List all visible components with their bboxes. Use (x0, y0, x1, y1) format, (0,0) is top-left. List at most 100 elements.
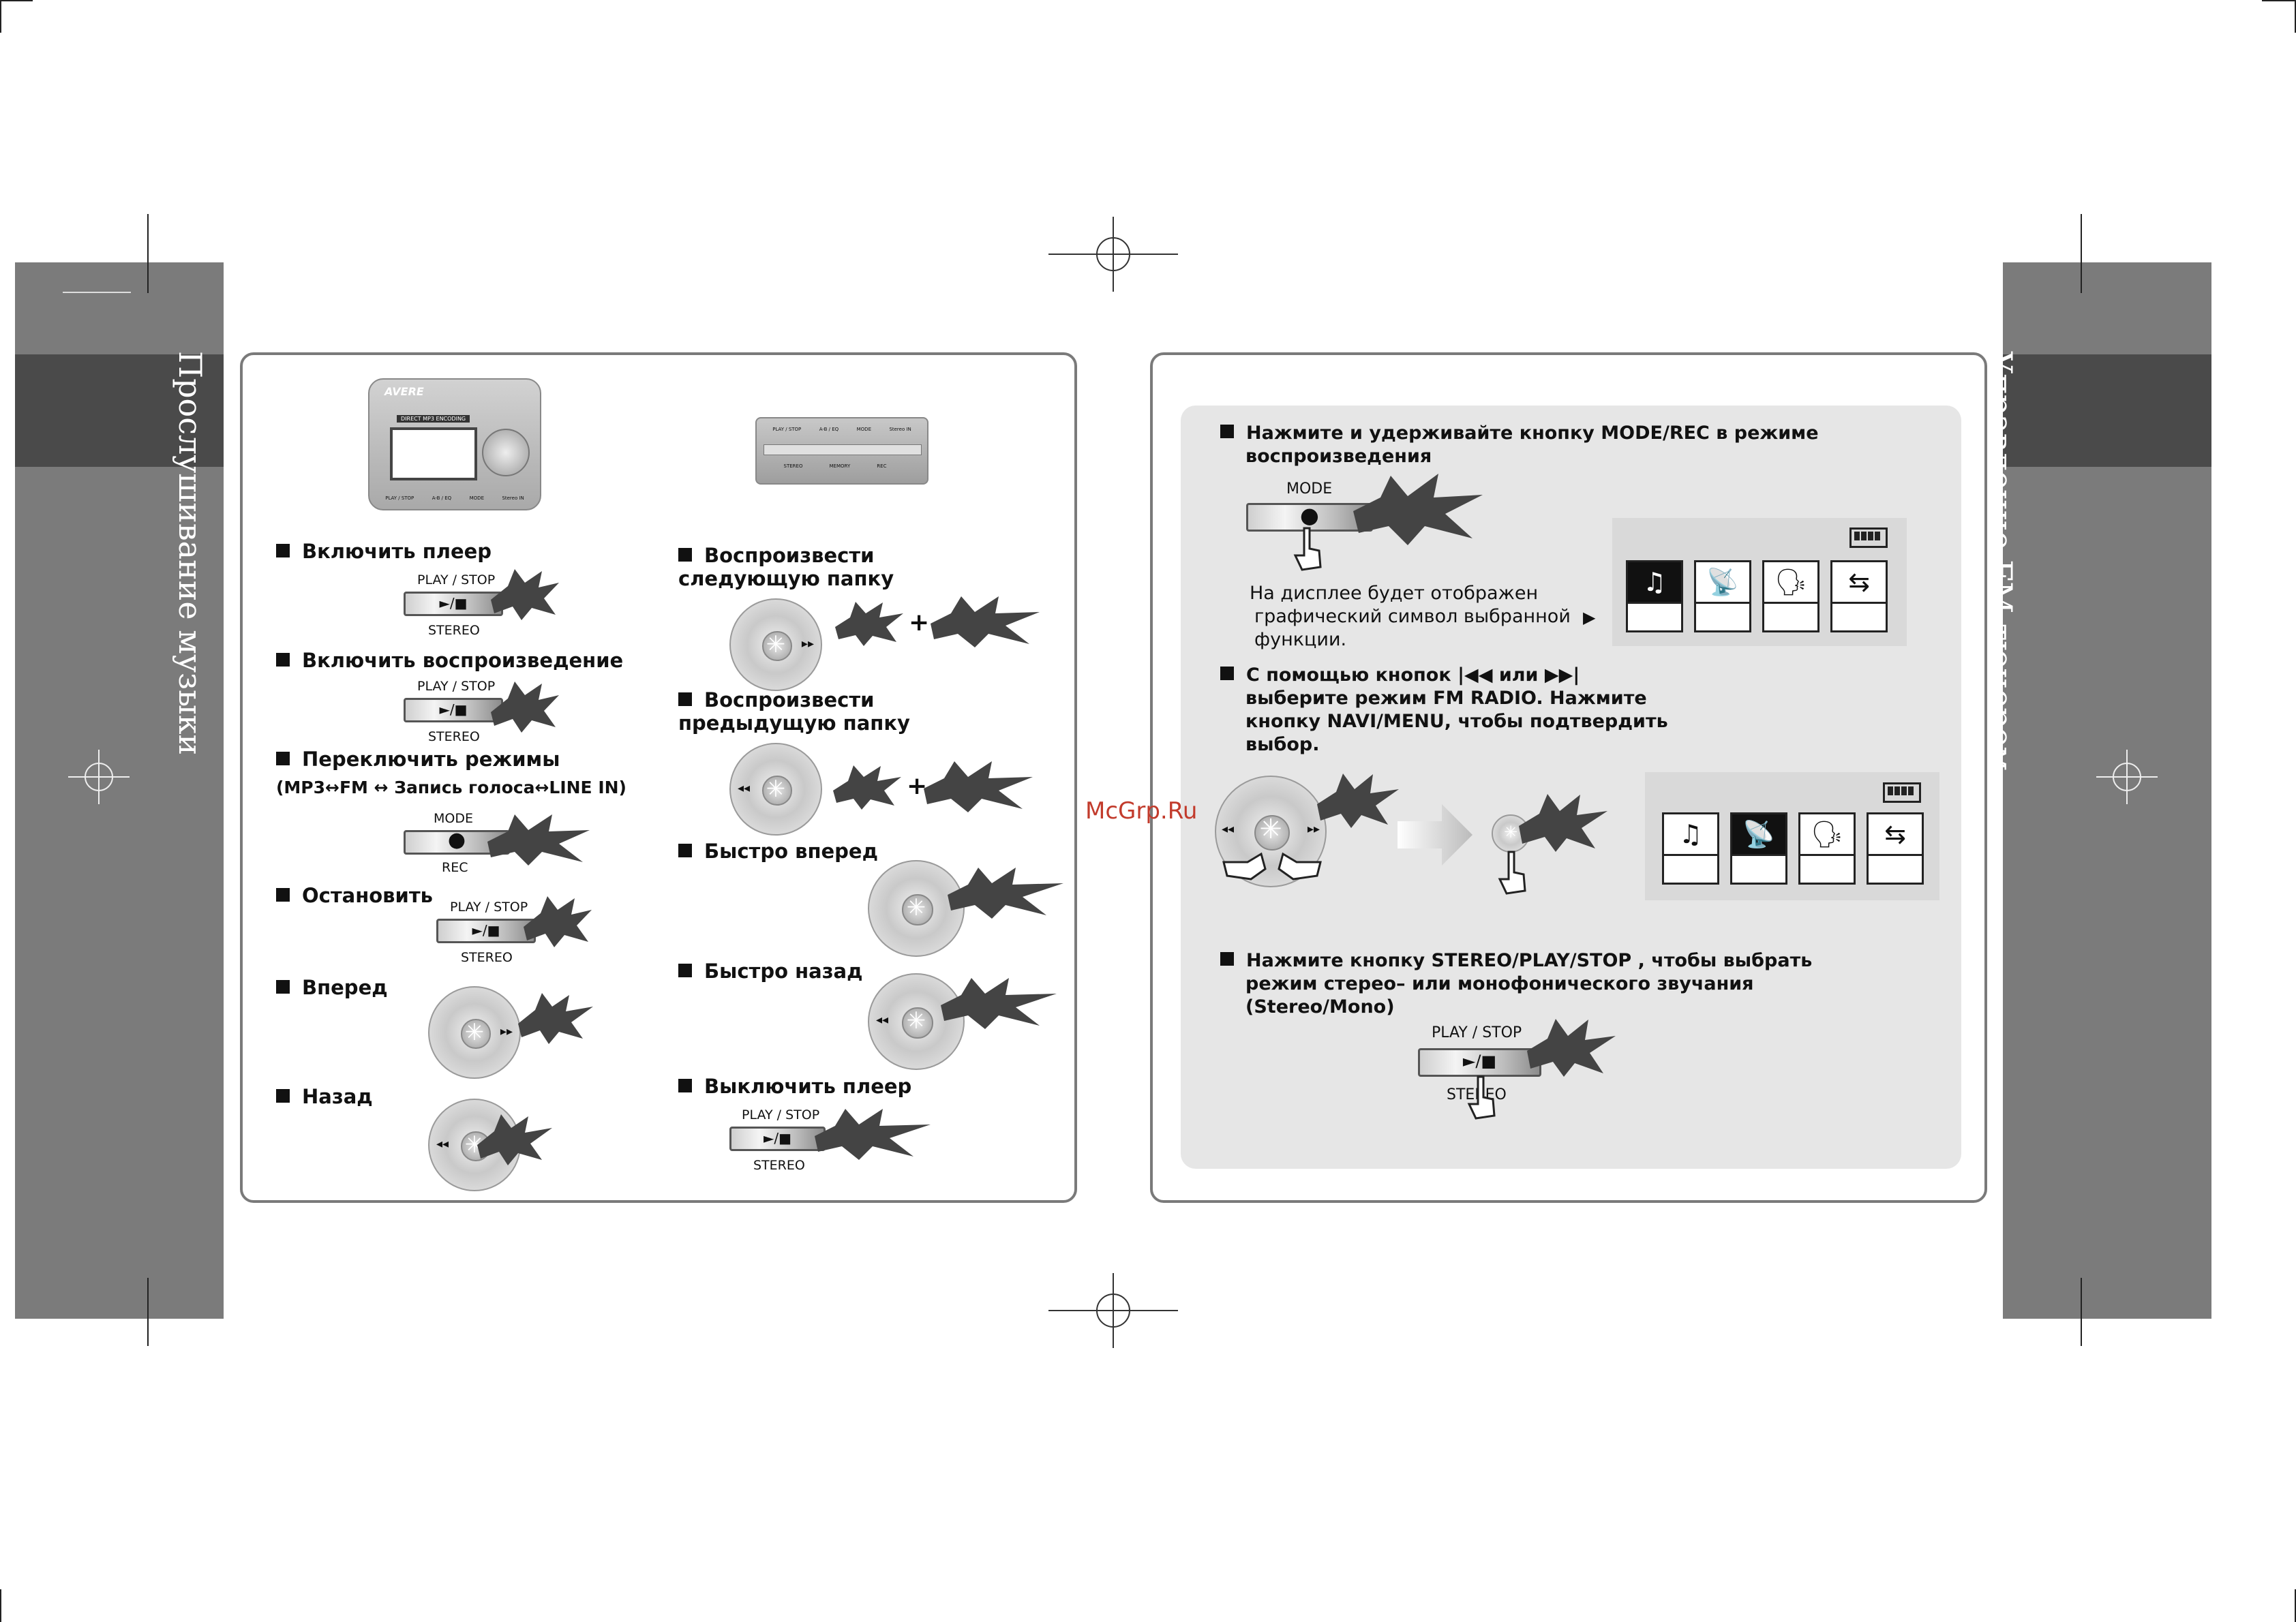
play-stop-button[interactable]: ►/■ (436, 919, 536, 943)
battery-icon (1849, 527, 1888, 548)
navi-dial[interactable]: ✳▸▸ (729, 598, 822, 691)
player-device-top: PLAY / STOP A-B / EQ MODE Stereo IN STER… (755, 417, 928, 485)
rec-label: REC (442, 860, 468, 875)
device-btn-label: PLAY / STOP (385, 495, 414, 501)
mode-label: MODE (1286, 480, 1333, 498)
registration-mark-top (1048, 217, 1178, 292)
press-burst (477, 1114, 552, 1165)
right-side-dark-stripe (2003, 354, 2211, 467)
next-icon: ▸▸ (801, 637, 814, 651)
section-prev-heading: Назад (276, 1085, 373, 1108)
device-direct-label: DIRECT MP3 ENCODING (397, 415, 470, 423)
device-btn-label: Stereo IN (502, 495, 524, 501)
section-power-on-heading: Включить плеер (276, 540, 492, 563)
next-icon: ▸▸ (1307, 822, 1320, 836)
play-stop-button[interactable]: ►/■ (1418, 1048, 1541, 1077)
device-btn-label: A-B / EQ (432, 495, 452, 501)
press-burst (1519, 794, 1607, 852)
step3-line: (Stereo/Mono) (1245, 996, 1395, 1017)
navi-dial[interactable]: ✳◂◂ (729, 743, 822, 836)
music-note-icon: ♫ (1662, 812, 1719, 885)
registration-mark-left (68, 750, 130, 804)
prev-icon: ◂◂ (436, 1137, 449, 1151)
section-rewind-heading: Быстро назад (678, 960, 863, 983)
watermark-text: McGrp.Ru (1085, 797, 1198, 825)
device-brand: AVERE (384, 385, 424, 398)
step3-heading: Нажмите кнопку STEREO/PLAY/STOP , чтобы … (1220, 949, 1812, 973)
display-note-line: функции. (1254, 629, 1347, 650)
play-stop-label: PLAY / STOP (417, 572, 496, 587)
play-stop-label: PLAY / STOP (1432, 1024, 1522, 1041)
hand-pointer-icon (1467, 1075, 1496, 1120)
device-bottom-label: STEREO (783, 463, 803, 469)
step1-heading-cont: воспроизведения (1245, 446, 1432, 467)
navi-dial[interactable]: ✳ (868, 860, 965, 957)
display-note-line: На дисплее будет отображен (1250, 583, 1539, 604)
play-stop-button[interactable]: ►/■ (729, 1127, 826, 1151)
line-in-icon: ⇆ (1830, 560, 1888, 632)
hand-left-icon (1222, 852, 1267, 881)
play-stop-button[interactable]: ►/■ (404, 698, 503, 722)
music-note-icon: ♫ (1626, 560, 1683, 632)
mode-label: MODE (434, 811, 473, 826)
hold-burst (941, 978, 1057, 1029)
press-burst (835, 602, 903, 646)
press-burst (1317, 774, 1399, 828)
stereo-label: STEREO (1447, 1086, 1507, 1103)
hold-burst (931, 596, 1040, 647)
device-top-label: PLAY / STOP (772, 427, 802, 432)
registration-mark-bottom (1048, 1273, 1178, 1348)
plus-sign: + (907, 772, 928, 800)
radio-tower-icon: 📡 (1694, 560, 1751, 632)
hold-burst (815, 1109, 931, 1160)
prev-icon: ◂◂ (1222, 822, 1235, 836)
press-burst (491, 682, 559, 733)
right-vertical-title: Управление FM тюнером (1982, 351, 2019, 771)
registration-mark-right (2096, 750, 2158, 804)
play-stop-label: PLAY / STOP (742, 1107, 820, 1122)
player-device-front: AVERE DIRECT MP3 ENCODING PLAY / STOP A-… (368, 378, 541, 510)
device-bottom-label: REC (877, 463, 887, 469)
section-mode-heading: Переключить режимы (276, 748, 560, 771)
step1-heading: Нажмите и удерживайте кнопку MODE/REC в … (1220, 422, 1819, 445)
radio-tower-icon: 📡 (1730, 812, 1787, 885)
section-next-heading: Вперед (276, 976, 388, 999)
device-screen (390, 427, 477, 480)
play-stop-button[interactable]: ►/■ (404, 592, 503, 616)
play-stop-label: PLAY / STOP (417, 679, 496, 694)
press-burst (833, 765, 901, 810)
press-burst (518, 993, 593, 1044)
section-next-folder-heading: Воспроизвести следующую папку (678, 544, 894, 590)
hold-burst (948, 868, 1063, 919)
next-icon: ▸▸ (500, 1024, 513, 1039)
arrow-right-icon: ▶ (1583, 608, 1596, 627)
stereo-label: STEREO (428, 623, 480, 638)
voice-icon: 🗣 (1762, 560, 1819, 632)
navi-dial[interactable]: ✳◂◂ (868, 973, 965, 1070)
prev-icon: ◂◂ (876, 1013, 889, 1027)
navi-dial[interactable]: ✳▸▸ (428, 986, 521, 1079)
device-dial (482, 429, 530, 476)
section-prev-folder-heading: Воспроизвести предыдущую папку (678, 688, 910, 735)
arrow-right-big-icon (1398, 804, 1472, 866)
display-note-line: графический символ выбранной (1254, 606, 1571, 627)
section-stop-heading: Остановить (276, 884, 433, 907)
plus-sign: + (909, 609, 930, 637)
device-btn-label: MODE (469, 495, 484, 501)
hold-burst (1353, 474, 1483, 545)
voice-icon: 🗣 (1798, 812, 1856, 885)
mode-sequence-text: (MP3↔FM ↔ Запись голоса↔LINE IN) (276, 778, 626, 797)
stereo-label: STEREO (753, 1158, 805, 1173)
press-burst (524, 896, 592, 947)
device-top-label: Stereo IN (889, 427, 911, 432)
hand-pointer-icon (1498, 851, 1526, 895)
left-vertical-title: Прослушивание музыки (172, 351, 209, 756)
hand-pointer-icon (1293, 527, 1322, 571)
line-in-icon: ⇆ (1867, 812, 1924, 885)
step2-line: кнопку NAVI/MENU, чтобы подтвердить (1245, 711, 1668, 732)
left-side-dark-stripe (15, 354, 224, 467)
device-top-label: MODE (856, 427, 871, 432)
press-burst (491, 569, 559, 620)
stereo-label: STEREO (428, 729, 480, 744)
battery-icon (1883, 782, 1921, 803)
